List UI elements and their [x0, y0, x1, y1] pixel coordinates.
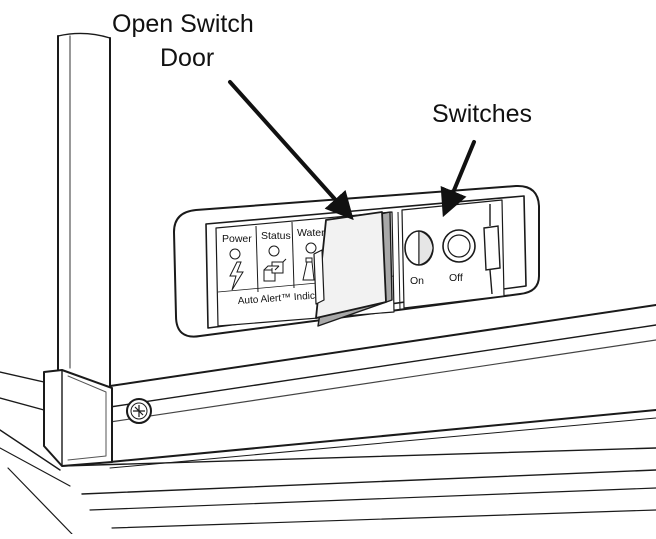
base-top: [61, 447, 656, 467]
cabinet-front-top-edge: [109, 304, 656, 387]
door-callout-line2: Door: [160, 44, 215, 72]
door-callout-line1: Open Switch: [112, 10, 254, 38]
indicator-divider-2: [291, 221, 295, 289]
door-latch: [483, 204, 501, 295]
switch-label-on: On: [410, 275, 424, 287]
cabinet-front-bottom: [109, 409, 656, 463]
indicator-label-power: Power: [222, 233, 252, 245]
door-hinge: [313, 249, 325, 305]
open-switch-door[interactable]: [313, 211, 393, 327]
switch-labels: On Off: [410, 272, 463, 287]
rocker-off-icon: [442, 229, 476, 263]
switch-window-inner: [397, 211, 401, 311]
cabinet: [0, 32, 656, 535]
switch-label-off: Off: [449, 272, 463, 284]
lightning-bolt-icon: [229, 261, 244, 291]
cabinet-front-bottom-2: [109, 417, 656, 469]
cabinet-front-line-2: [109, 339, 656, 423]
corner-trim: [43, 369, 113, 467]
floor-line-2: [0, 397, 45, 411]
indicator-label-water: Water: [297, 227, 325, 239]
base-line: [81, 469, 656, 495]
switches-callout: Switches: [432, 100, 533, 128]
rocker-on-icon: [404, 230, 434, 266]
cabinet-front-line-1: [109, 324, 656, 408]
water-bottle-icon: [302, 257, 315, 281]
base-line-2: [89, 487, 656, 511]
power-led: [229, 248, 241, 260]
indicator-divider-1: [255, 225, 259, 293]
door-face: [315, 211, 387, 319]
indicator-leds: [229, 242, 317, 260]
water-led: [305, 242, 317, 254]
status-cubes-icon: [263, 258, 287, 282]
cabinet-top-edge-left: [57, 32, 111, 39]
corner-trim-face: [67, 375, 107, 461]
floor-line-5: [7, 467, 73, 535]
switches-arrow: [440, 140, 476, 218]
screw-icon: [126, 398, 152, 424]
callout-arrows: [228, 80, 476, 221]
base-line-3: [111, 509, 656, 529]
floor-line-4: [0, 447, 71, 487]
floor-line-1: [0, 371, 45, 383]
status-led: [268, 245, 280, 257]
floor-line-3: [0, 429, 61, 471]
indicator-label-status: Status: [261, 230, 291, 242]
door-arrow: [228, 80, 354, 221]
